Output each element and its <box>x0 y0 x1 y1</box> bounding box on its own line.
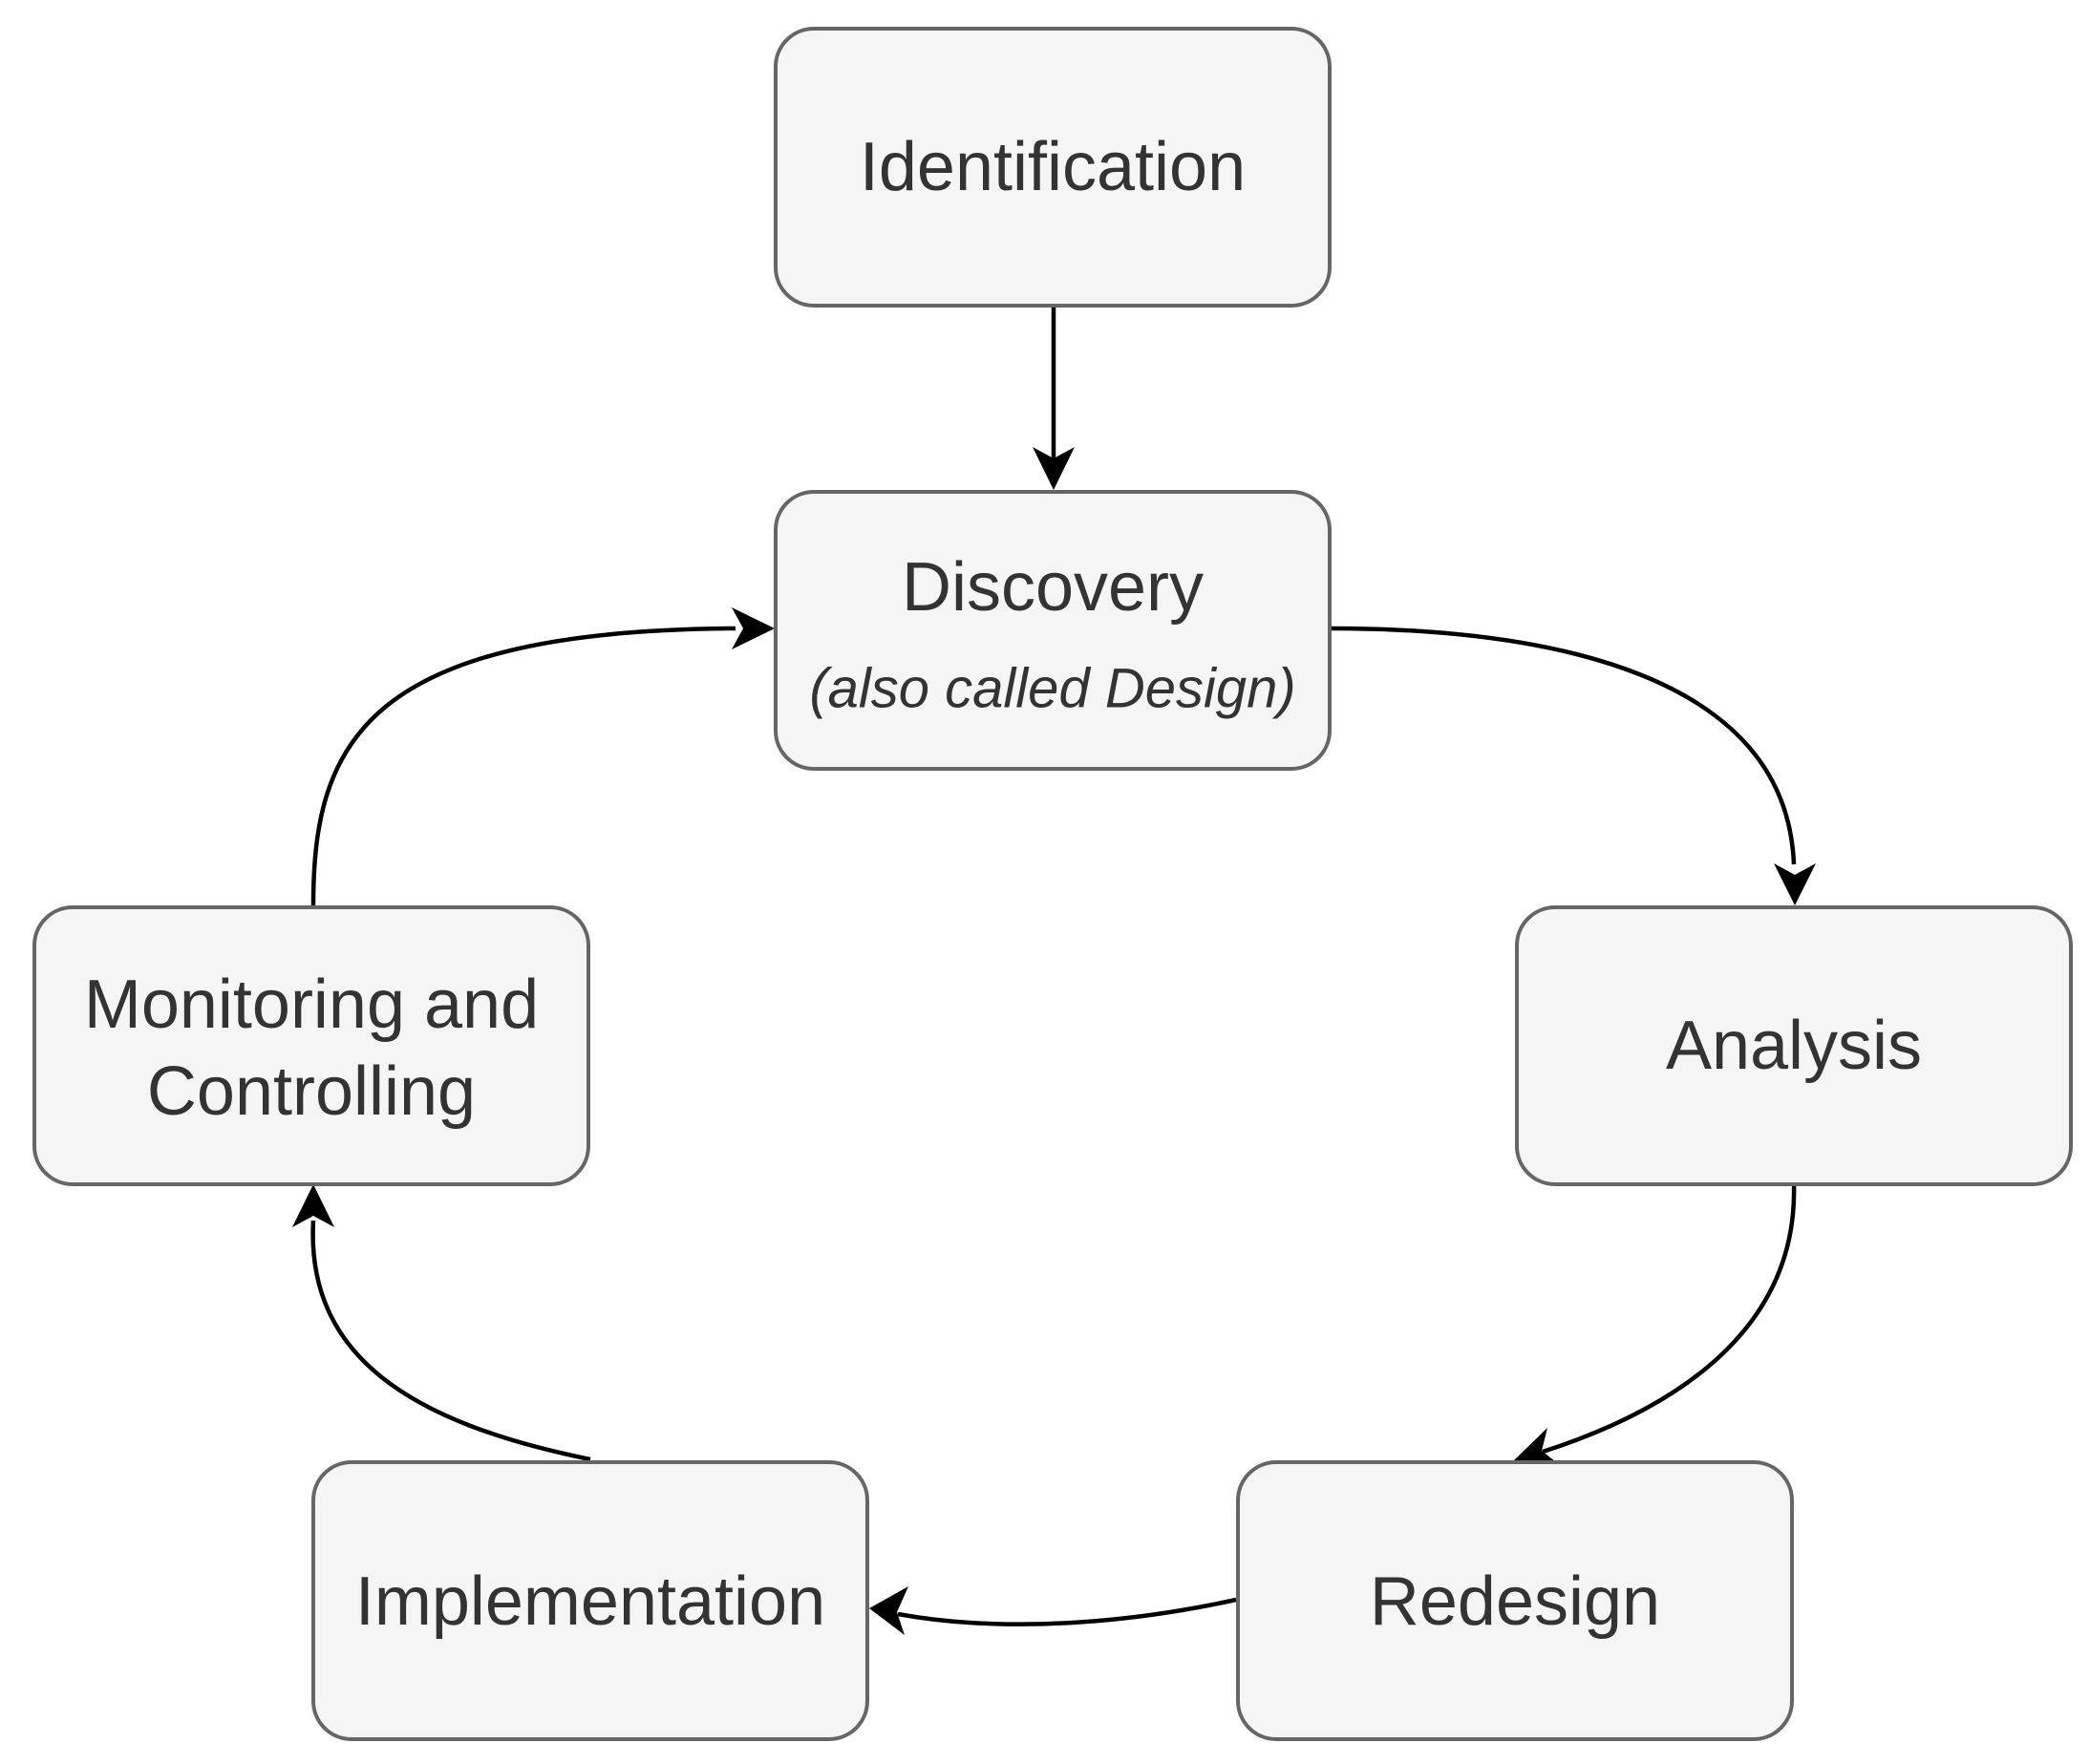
analysis-label: Analysis <box>1666 1008 1922 1084</box>
edge-implementation-to-monitoring <box>310 1220 591 1462</box>
edge-monitoring-to-discovery <box>310 626 736 906</box>
implementation-label: Implementation <box>355 1563 825 1640</box>
node-implementation: Implementation <box>311 1460 869 1741</box>
arrowhead-implementation-right <box>869 1586 908 1635</box>
arrowhead-redesign-top <box>1514 1428 1560 1465</box>
edge-analysis-to-redesign <box>1542 1182 1797 1455</box>
arrowhead-analysis-top <box>1774 863 1816 905</box>
redesign-label: Redesign <box>1370 1563 1660 1640</box>
node-discovery: Discovery (also called Design) <box>774 490 1332 771</box>
arrowhead-monitoring-bottom <box>292 1184 334 1227</box>
arrowhead-discovery-left <box>732 607 775 649</box>
node-redesign: Redesign <box>1236 1460 1794 1741</box>
edge-redesign-to-implementation <box>897 1597 1237 1626</box>
discovery-sublabel: (also called Design) <box>809 657 1295 719</box>
discovery-label: Discovery <box>902 549 1204 626</box>
node-monitoring-controlling: Monitoring and Controlling <box>32 905 590 1186</box>
node-analysis: Analysis <box>1515 905 2073 1186</box>
monitoring-label-line1: Monitoring and <box>84 967 539 1043</box>
edges <box>292 308 1816 1635</box>
edge-discovery-to-analysis <box>1329 626 1797 865</box>
identification-label: Identification <box>860 129 1246 205</box>
monitoring-label-line2: Controlling <box>147 1053 476 1130</box>
arrowhead-discovery-top <box>1033 447 1075 490</box>
node-identification: Identification <box>774 27 1332 308</box>
